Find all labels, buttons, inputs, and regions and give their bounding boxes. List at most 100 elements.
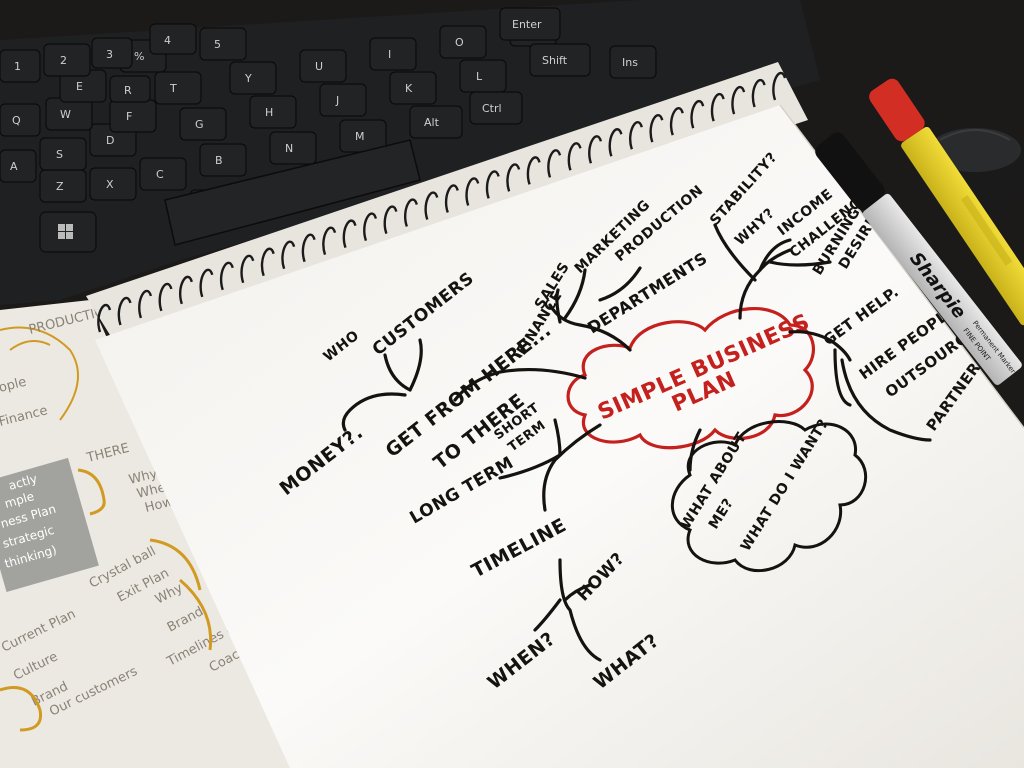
- key: [319, 83, 367, 117]
- thought-cloud: [670, 420, 868, 573]
- key-label: 3: [106, 48, 113, 61]
- windows-logo-icon: [58, 224, 73, 239]
- key-label: K: [405, 82, 413, 95]
- spiral-ring: [260, 247, 275, 277]
- key-label: I: [388, 48, 391, 61]
- key: [109, 99, 157, 133]
- key-label: T: [169, 82, 177, 95]
- branch-line: [341, 392, 407, 432]
- branch-line: [688, 428, 702, 472]
- spiral-ring: [158, 282, 173, 312]
- branch-line: [563, 583, 592, 602]
- branch-line: [383, 353, 412, 392]
- key-label: Ins: [622, 56, 638, 69]
- spiral-ring: [526, 156, 541, 185]
- key-label: R: [124, 84, 132, 97]
- key: [199, 27, 247, 61]
- key: [149, 23, 197, 55]
- branch-line: [498, 453, 562, 480]
- key: [609, 45, 657, 79]
- spiral-ring: [444, 184, 459, 213]
- spiral-ring: [608, 128, 623, 157]
- key-label: 2: [60, 54, 67, 67]
- key: [179, 107, 227, 141]
- key-label: H: [265, 106, 273, 119]
- spiral-ring: [383, 205, 398, 234]
- key: [439, 25, 487, 59]
- highlighter-marker: [869, 78, 1024, 326]
- key-label: Q: [12, 114, 21, 127]
- key-label: U: [315, 60, 323, 73]
- spiral-ring: [731, 85, 746, 115]
- key: [229, 61, 277, 95]
- key: [499, 7, 561, 41]
- key-label: 1: [14, 60, 21, 73]
- spiral-ring: [404, 198, 418, 227]
- key: [139, 157, 187, 191]
- key: [0, 149, 37, 183]
- branch-line: [453, 367, 587, 402]
- key-label: M: [355, 130, 365, 143]
- branch-line: [758, 238, 792, 272]
- spiral-ring: [629, 121, 643, 150]
- spiral-ring: [465, 177, 480, 206]
- key-label: Shift: [542, 54, 568, 67]
- key-label: X: [106, 178, 114, 191]
- branch-line: [563, 268, 587, 320]
- spiral-ring: [547, 149, 562, 178]
- key: [0, 49, 41, 83]
- center-cloud: [566, 306, 815, 450]
- branch-line: [840, 358, 932, 442]
- spiral-ring: [117, 296, 132, 326]
- branch-line: [598, 266, 642, 302]
- spiral-ring: [588, 135, 603, 164]
- spiral-ring: [219, 261, 234, 291]
- key: [91, 37, 133, 69]
- branch-line: [713, 223, 757, 282]
- key-label: N: [285, 142, 293, 155]
- spiral-ring: [281, 240, 296, 270]
- spiral-ring: [567, 142, 582, 171]
- key-label: O: [455, 36, 464, 49]
- branch-line: [768, 260, 832, 267]
- key-label: A: [10, 160, 18, 173]
- handout-text: Whe: [135, 480, 167, 502]
- key-label: G: [195, 118, 204, 131]
- spiral-ring: [199, 268, 214, 298]
- spiral-ring: [179, 275, 193, 305]
- spiral-ring: [301, 233, 316, 263]
- key: [154, 71, 202, 105]
- key-label: C: [156, 168, 164, 181]
- key: [0, 103, 41, 137]
- printed-handout: PRODUCTION ople Finance THERE Why Whe Ho…: [0, 300, 304, 768]
- key: [269, 131, 317, 165]
- spiral-ring: [772, 71, 787, 101]
- key-label: Ctrl: [482, 102, 502, 115]
- key-label: Z: [56, 180, 64, 193]
- key: [469, 91, 523, 125]
- key: [43, 43, 91, 77]
- keyboard: % 5 T Y U I O P G H J K L B: [0, 0, 820, 305]
- spiral-ring: [342, 219, 357, 249]
- key-label: Alt: [424, 116, 440, 129]
- key: [459, 59, 507, 93]
- handout-text: Why: [127, 466, 159, 488]
- branch-line: [533, 598, 562, 632]
- branch-line: [833, 348, 852, 407]
- spiral-ring: [97, 303, 112, 333]
- key: [529, 43, 591, 77]
- key-label: F: [126, 110, 132, 123]
- spiral-ring: [506, 163, 521, 192]
- key: [409, 105, 463, 139]
- spiral-ring: [424, 191, 439, 220]
- spiral-ring: [710, 92, 725, 122]
- key-label: W: [60, 108, 71, 121]
- spiral-ring: [649, 113, 664, 143]
- handout-text: How: [143, 494, 175, 516]
- key-label: %: [134, 50, 144, 63]
- key-label: 4: [164, 34, 171, 47]
- handout-title-box: [0, 457, 99, 593]
- branch-line: [553, 418, 562, 457]
- key-label: J: [335, 94, 339, 107]
